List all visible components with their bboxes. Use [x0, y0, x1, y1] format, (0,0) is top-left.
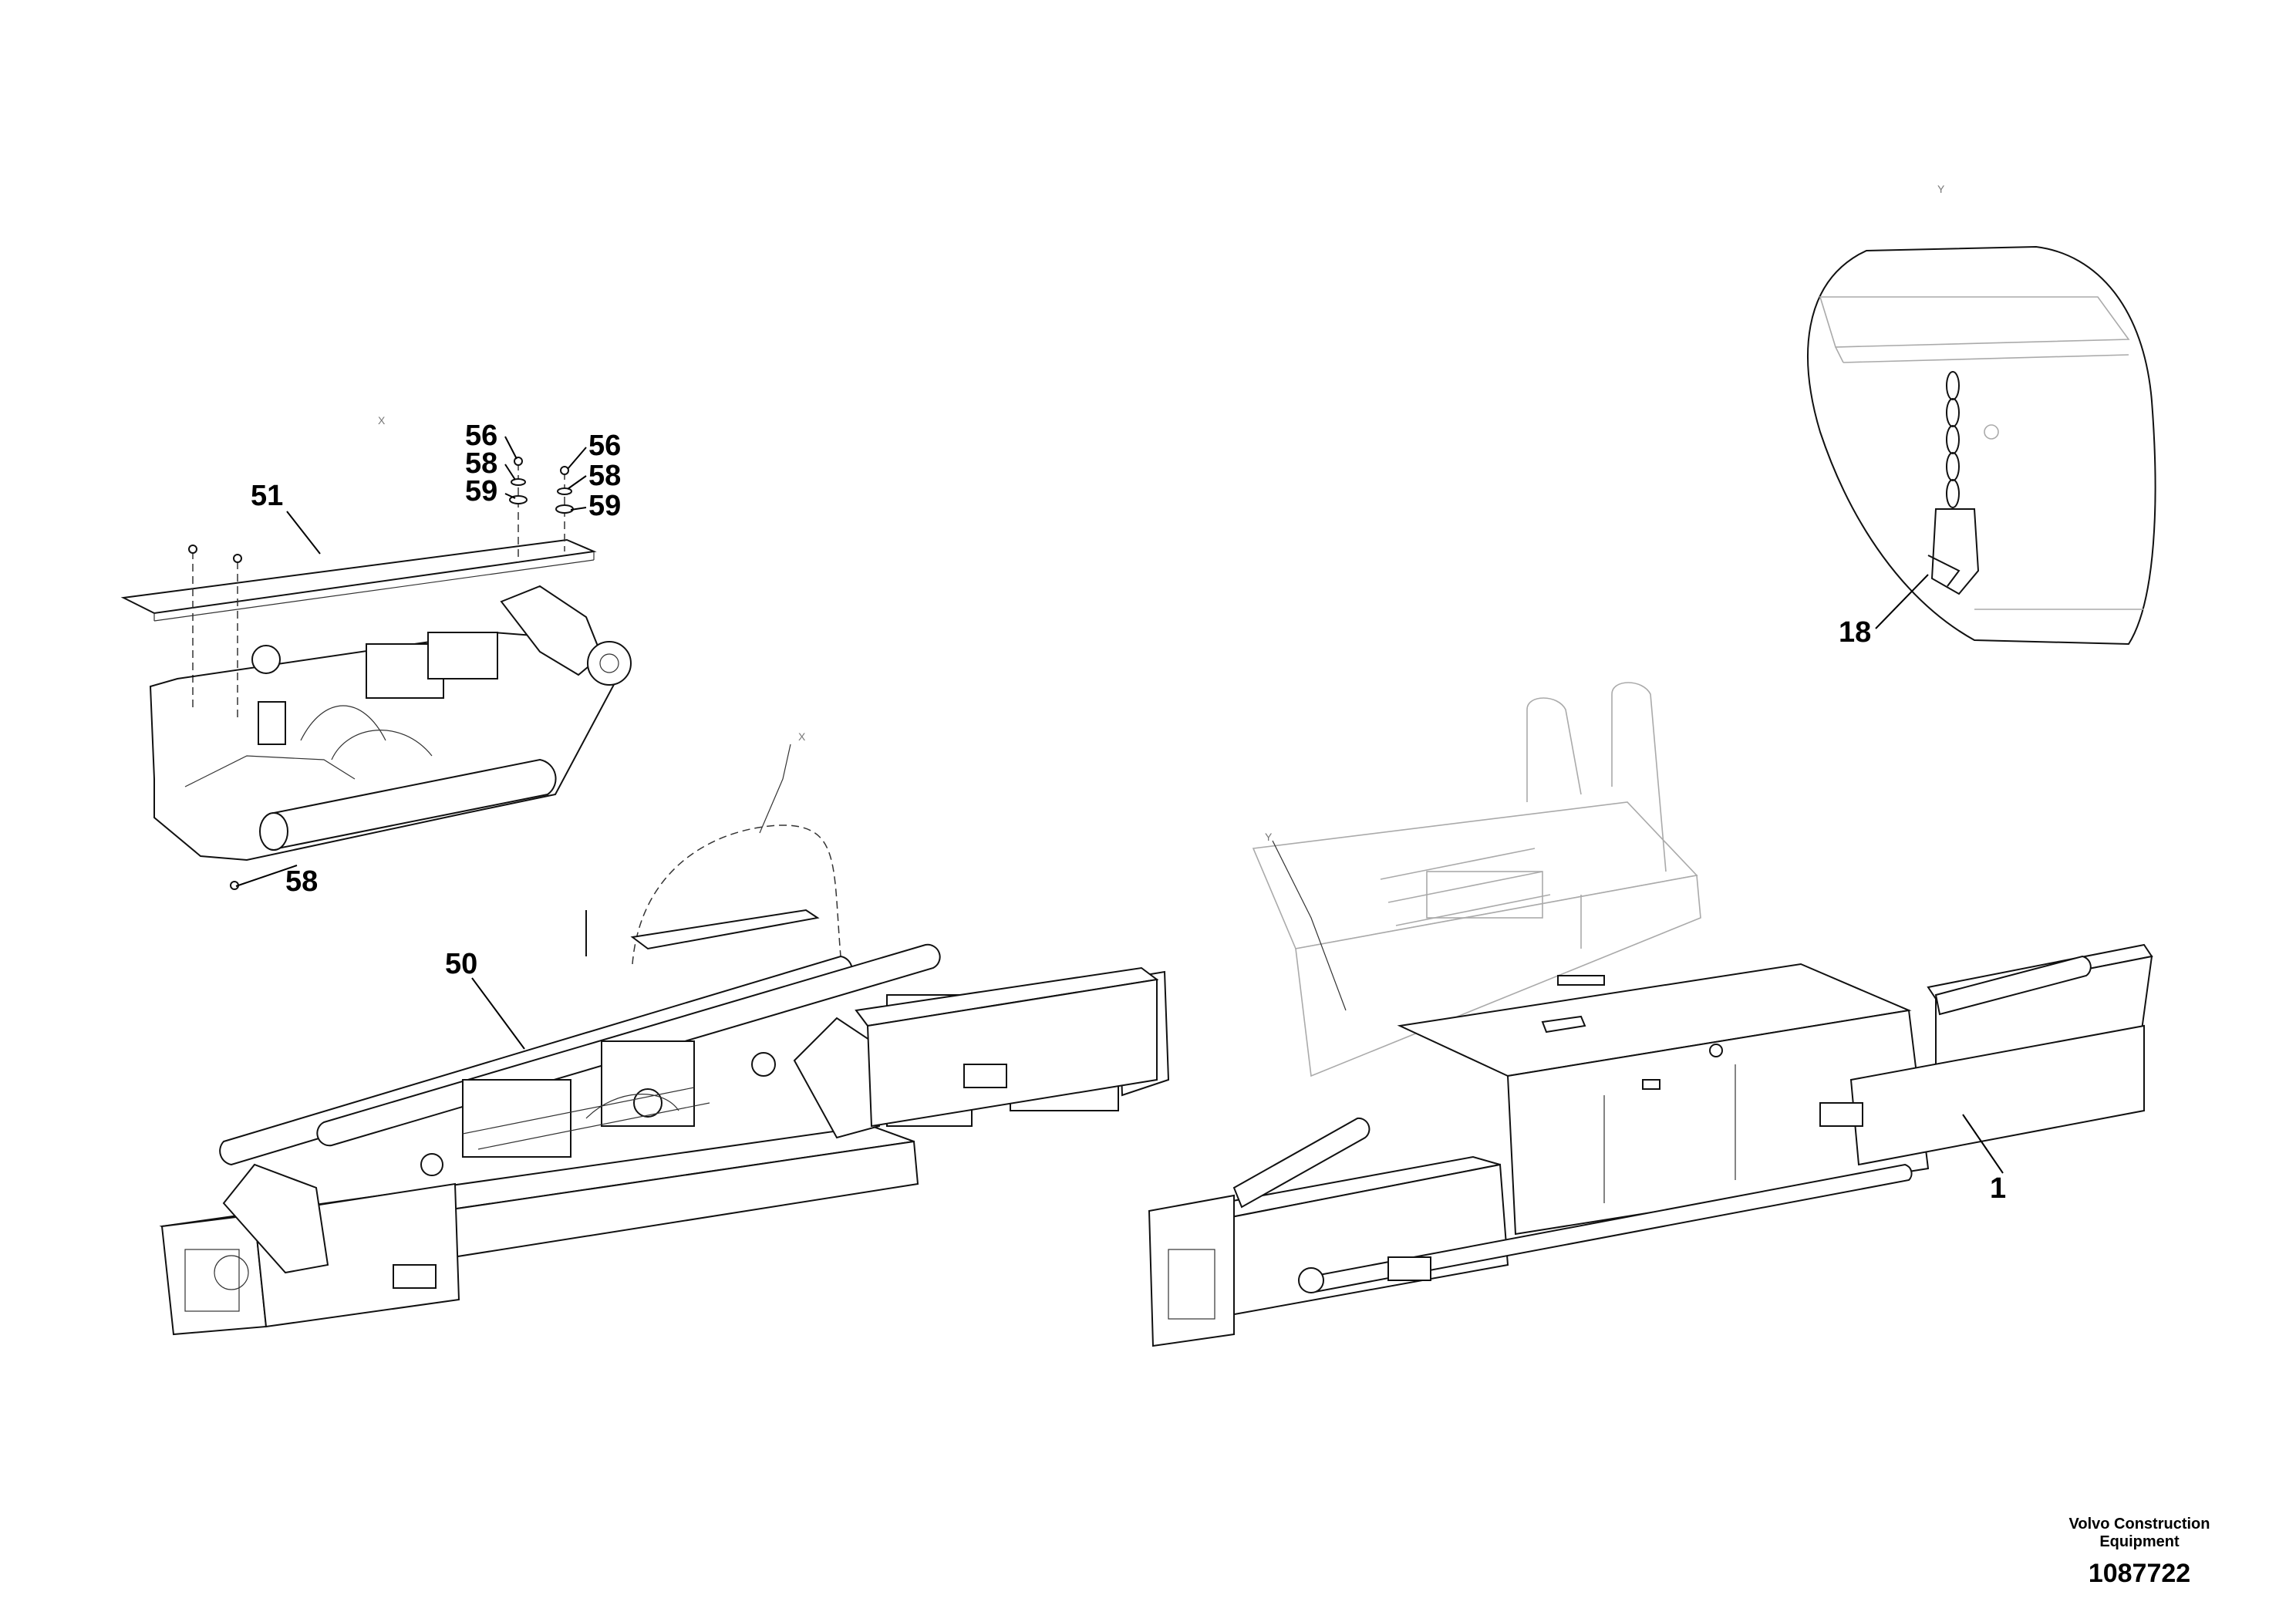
detail-x-circle	[632, 824, 841, 965]
detail-y-boundary	[1807, 245, 2156, 646]
title-block: Volvo Construction Equipment 1087722	[2051, 1516, 2228, 1589]
callout-labels: 56 58 59 56 58 59 51 58 50 18 1	[251, 420, 2006, 1205]
retaining-chain	[1946, 371, 1960, 508]
callout-1: 1	[1990, 1172, 2006, 1205]
callout-58-bottom: 58	[285, 865, 318, 898]
callout-50: 50	[445, 948, 477, 980]
callout-58-left: 58	[465, 447, 497, 480]
locking-pin-18	[1930, 508, 1980, 595]
screed-assembly-1: Y	[1148, 682, 2153, 1347]
drawing-number: 1087722	[2088, 1559, 2191, 1588]
callout-18: 18	[1839, 616, 1871, 649]
callout-56-right: 56	[588, 430, 621, 462]
callout-56-left: 56	[465, 420, 497, 452]
view-marker-x-leader: X	[798, 730, 806, 743]
leader-lines	[235, 436, 2004, 1174]
view-marker-y-leader: Y	[1265, 831, 1273, 843]
callout-58-right: 58	[588, 460, 621, 492]
screed-assembly-50: X	[159, 730, 1170, 1336]
paver-rear-ghost	[1252, 682, 1701, 1077]
callout-59-left: 59	[465, 475, 497, 508]
view-marker-y: Y	[1937, 183, 1945, 195]
view-marker-x: X	[378, 414, 386, 427]
detail-y-view: Y	[1807, 183, 2156, 646]
hitch-frame	[149, 631, 619, 862]
brand-line-1: Volvo Construction	[2068, 1516, 2210, 1533]
callout-51: 51	[251, 480, 283, 512]
brand-line-2: Equipment	[2099, 1533, 2180, 1550]
detail-x-view: X	[120, 414, 632, 890]
callout-59-right: 59	[588, 490, 621, 522]
